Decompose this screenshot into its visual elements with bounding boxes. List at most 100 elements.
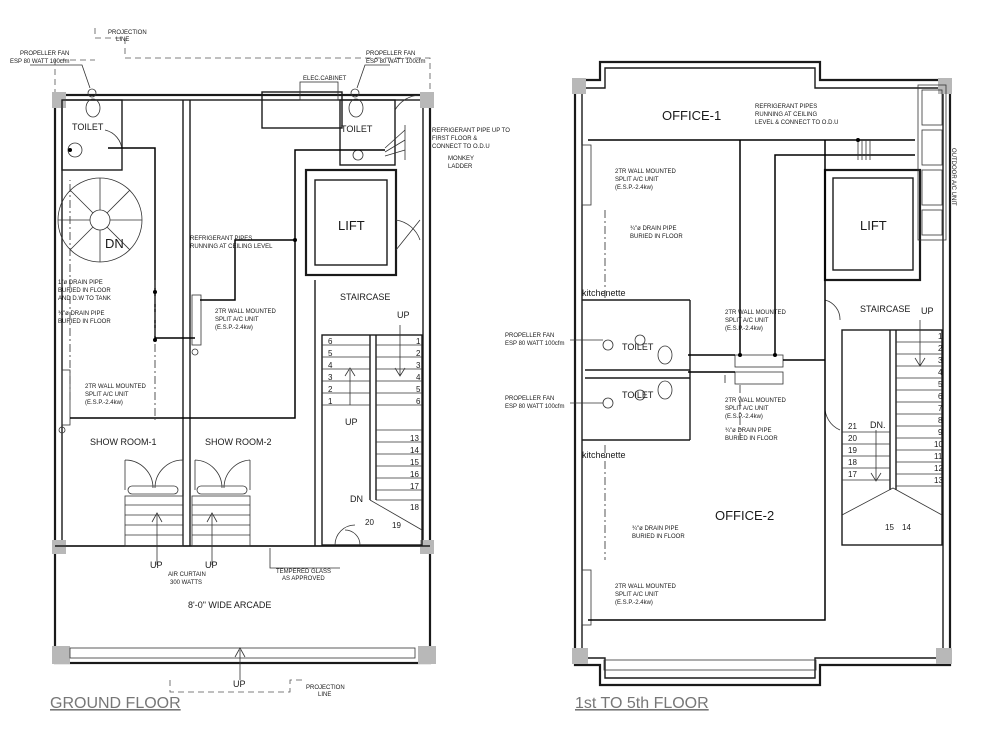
svg-text:14: 14 [902, 523, 911, 532]
door-swing [104, 129, 123, 151]
svg-text:12: 12 [934, 464, 943, 473]
stair-numbers-ground: 6 5 4 3 2 1 1 2 3 4 5 6 13 14 15 16 17 1… [328, 337, 421, 530]
ac-core-label-b3: (E.S.P.-2.4kw) [725, 414, 763, 420]
stair-dn-label: DN [350, 494, 363, 504]
svg-text:5: 5 [328, 349, 333, 358]
ac-unit-office-2 [581, 569, 592, 626]
column [420, 540, 434, 554]
refrig-up-label-3: CONNECT TO O.D.U [432, 144, 490, 150]
stair-treads-upper [841, 341, 943, 516]
refrig-up-label-2: FIRST FLOOR & [432, 136, 477, 142]
ac-upper-label-2: SPLIT A/C UNIT [615, 177, 659, 183]
fan-upper-spec: ESP 80 WATT 100cfm [505, 341, 564, 347]
svg-text:9: 9 [938, 428, 943, 437]
svg-text:1: 1 [416, 337, 421, 346]
refrig-upper-label: REFRIGERANT PIPES [755, 104, 817, 110]
svg-text:17: 17 [848, 470, 857, 479]
upper-floor-plan: OFFICE-1 OFFICE-2 kitchenette kitchenett… [505, 60, 956, 712]
svg-text:16: 16 [410, 470, 419, 479]
elec-cabinet [261, 91, 343, 129]
refrig-ceiling-label: REFRIGERANT PIPES [190, 236, 252, 242]
refrigerant-pipe-ground [70, 147, 385, 419]
ac-office2-label-3: (E.S.P.-2.4kw) [615, 600, 653, 606]
staircase-box-upper [841, 329, 943, 546]
stair-numbers-upper: 1 2 3 4 5 6 7 8 9 10 11 12 13 21 20 19 1… [848, 332, 943, 532]
projection-label-bottom-2: LINE [318, 692, 331, 698]
lift-label: LIFT [338, 218, 365, 233]
up-arrow [394, 325, 406, 377]
lift-label-upper: LIFT [860, 218, 887, 233]
svg-text:6: 6 [416, 397, 421, 406]
stair-up-label-2: UP [345, 417, 358, 427]
ac-office2-label: 2TR WALL MOUNTED [615, 584, 677, 590]
drain-core-label: ¾"ø DRAIN PIPE [725, 428, 771, 434]
elec-cabinet-box [299, 81, 339, 101]
drain-core-label-2: BURIED IN FLOOR [725, 436, 778, 442]
up-label-bottom: UP [233, 679, 246, 689]
refrig-up-label: REFRIGERANT PIPE UP TO [432, 128, 510, 134]
up-label-left: UP [150, 560, 163, 570]
fan-spec: ESP 80 WATT 100cfm [10, 59, 69, 65]
svg-text:2: 2 [416, 349, 421, 358]
column [52, 540, 66, 554]
svg-text:2: 2 [328, 385, 333, 394]
ac-upper-label-3: (E.S.P.-2.4kw) [615, 185, 653, 191]
kitchenette-label-top: kitchenette [582, 288, 626, 298]
toilet-right [339, 99, 396, 166]
staircase-label-upper: STAIRCASE [860, 304, 910, 314]
ac-label-3: (E.S.P.-2.4kw) [215, 325, 253, 331]
entrance-right [191, 459, 251, 565]
refrig-ceiling-label-2: RUNNING AT CEILING LEVEL [190, 244, 273, 250]
fan-label: PROPELLER FAN [20, 51, 69, 57]
ac-label-2: SPLIT A/C UNIT [215, 317, 259, 323]
ac-upper-label: 2TR WALL MOUNTED [615, 169, 677, 175]
show-room-1-label: SHOW ROOM-1 [90, 437, 157, 447]
svg-text:1: 1 [328, 397, 333, 406]
ac-label-sr1: 2TR WALL MOUNTED [85, 384, 147, 390]
svg-text:5: 5 [416, 385, 421, 394]
fan-upper-label: PROPELLER FAN [505, 333, 554, 339]
kitchenette-label-bottom: kitchenette [582, 450, 626, 460]
propeller-fan-left [87, 88, 97, 98]
staircase-box [321, 334, 423, 546]
ground-floor-plan: PROJECTION LINE PROJECTION LINE 8'-0" WI… [10, 28, 510, 712]
projection-label: PROJECTION [108, 30, 147, 36]
entrance-left [124, 459, 184, 565]
tempered-glass-label-2: AS APPROVED [282, 576, 325, 582]
monkey-ladder-label-2: LADDER [448, 164, 473, 170]
svg-text:1: 1 [938, 332, 943, 341]
svg-text:15: 15 [885, 523, 894, 532]
fan-label-right: PROPELLER FAN [366, 51, 415, 57]
drain-label-2: BURIED IN FLOOR [58, 288, 111, 294]
column [418, 646, 436, 664]
lift-shaft [304, 168, 398, 277]
monkey-ladder-label: MONKEY [448, 156, 474, 162]
svg-text:10: 10 [934, 440, 943, 449]
drain-upper-label-2: BURIED IN FLOOR [630, 234, 683, 240]
svg-text:3: 3 [938, 356, 943, 365]
stair-treads-ground [322, 344, 423, 531]
ac-unit-showroom-1 [61, 369, 71, 426]
refrigerant-pipe-upper [588, 139, 915, 621]
fan-upper-spec-2: ESP 80 WATT 100cfm [505, 404, 564, 410]
stair-up-label: UP [397, 310, 410, 320]
refrigerant-riser [384, 125, 406, 160]
office-2-label: OFFICE-2 [715, 508, 774, 523]
svg-text:4: 4 [938, 368, 943, 377]
fan-upper-label-2: PROPELLER FAN [505, 396, 554, 402]
svg-text:18: 18 [410, 503, 419, 512]
ac-label-sr1-2: SPLIT A/C UNIT [85, 392, 129, 398]
outdoor-ac-units [917, 84, 947, 241]
stair-dn-label-upper: DN. [870, 420, 886, 430]
up-arrow [344, 367, 356, 405]
fan-spec-right: ESP 80 WATT 100cfm [366, 59, 425, 65]
drain-label: 1"ø DRAIN PIPE [58, 280, 103, 286]
svg-text:4: 4 [328, 361, 333, 370]
up-label-right: UP [205, 560, 218, 570]
svg-text:3: 3 [416, 361, 421, 370]
toilet-upper-1: TOILET [622, 342, 654, 352]
projection-line-bottom [169, 679, 305, 693]
ac-office2-label-2: SPLIT A/C UNIT [615, 592, 659, 598]
svg-text:2: 2 [938, 344, 943, 353]
ground-outer-wall [53, 93, 432, 665]
